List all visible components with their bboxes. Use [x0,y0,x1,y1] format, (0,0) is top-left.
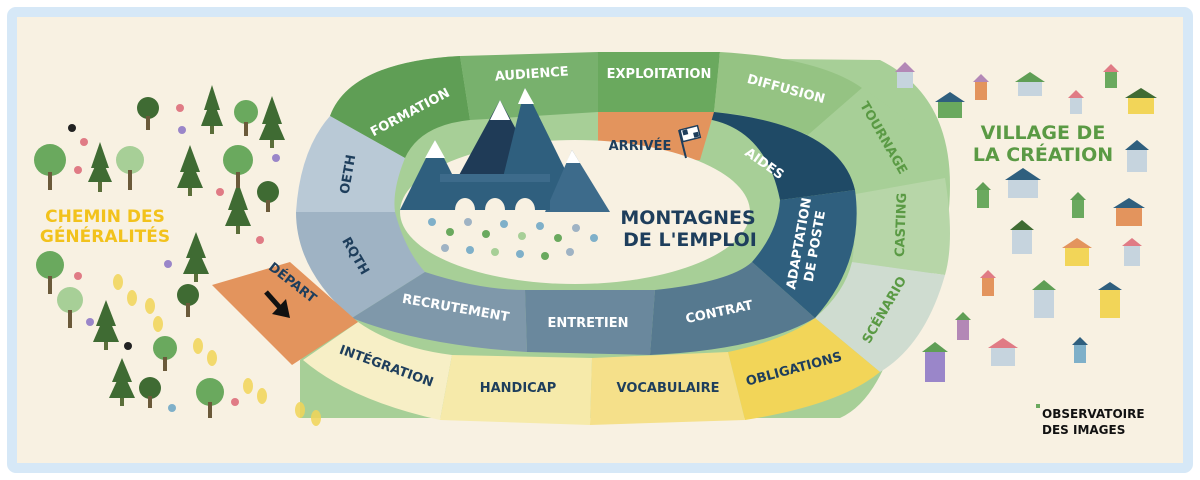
center-title-line1: MONTAGNES [620,207,755,229]
observatoire-logo: OBSERVATOIRE DES IMAGES [1036,404,1145,437]
space-audience[interactable] [460,52,598,120]
label-handicap: HANDICAP [480,381,557,396]
space-rqth[interactable] [296,212,425,318]
space-diffusion[interactable] [714,52,862,135]
inner-ring [212,112,857,365]
village-illustration [895,62,1157,382]
label-entretien: ENTRETIEN [548,316,629,331]
center-title-line2: DE L'EMPLOI [623,229,757,251]
space-casting[interactable] [850,178,950,275]
space-handicap[interactable] [440,355,592,425]
space-entretien[interactable] [525,290,655,355]
space-aides[interactable] [700,112,855,200]
space-adaptation[interactable] [752,190,857,318]
space-scenario[interactable] [815,262,945,372]
space-formation[interactable] [330,56,470,158]
right-zone-title-line1: VILLAGE DE [981,122,1106,144]
space-contrat[interactable] [650,262,815,355]
space-recrutement[interactable] [352,272,527,352]
space-integration[interactable] [303,322,452,420]
left-zone-title-line1: CHEMIN DES [45,207,165,227]
logo-line2: DES IMAGES [1042,423,1125,437]
forest-illustration [34,85,321,426]
mountains-illustration [400,88,610,212]
left-zone-title-line2: GÉNÉRALITÉS [40,225,170,247]
label-audience: AUDIENCE [494,64,569,84]
label-vocabulaire: VOCABULAIRE [616,381,719,396]
arrow-down-right-icon [264,290,290,318]
label-casting: CASTING [893,193,910,258]
logo-line1: OBSERVATOIRE [1042,407,1145,421]
flower-field [428,218,598,260]
checkered-flag-icon [678,124,702,159]
space-oeth[interactable] [296,116,405,212]
label-arrivee: ARRIVÉE [609,138,672,154]
space-vocabulaire[interactable] [590,352,745,425]
label-exploitation: EXPLOITATION [607,67,712,82]
label-oeth: OETH [338,154,360,196]
right-zone-title-line2: LA CRÉATION [973,143,1113,166]
space-exploitation[interactable] [598,52,720,112]
space-obligations[interactable] [728,318,880,420]
